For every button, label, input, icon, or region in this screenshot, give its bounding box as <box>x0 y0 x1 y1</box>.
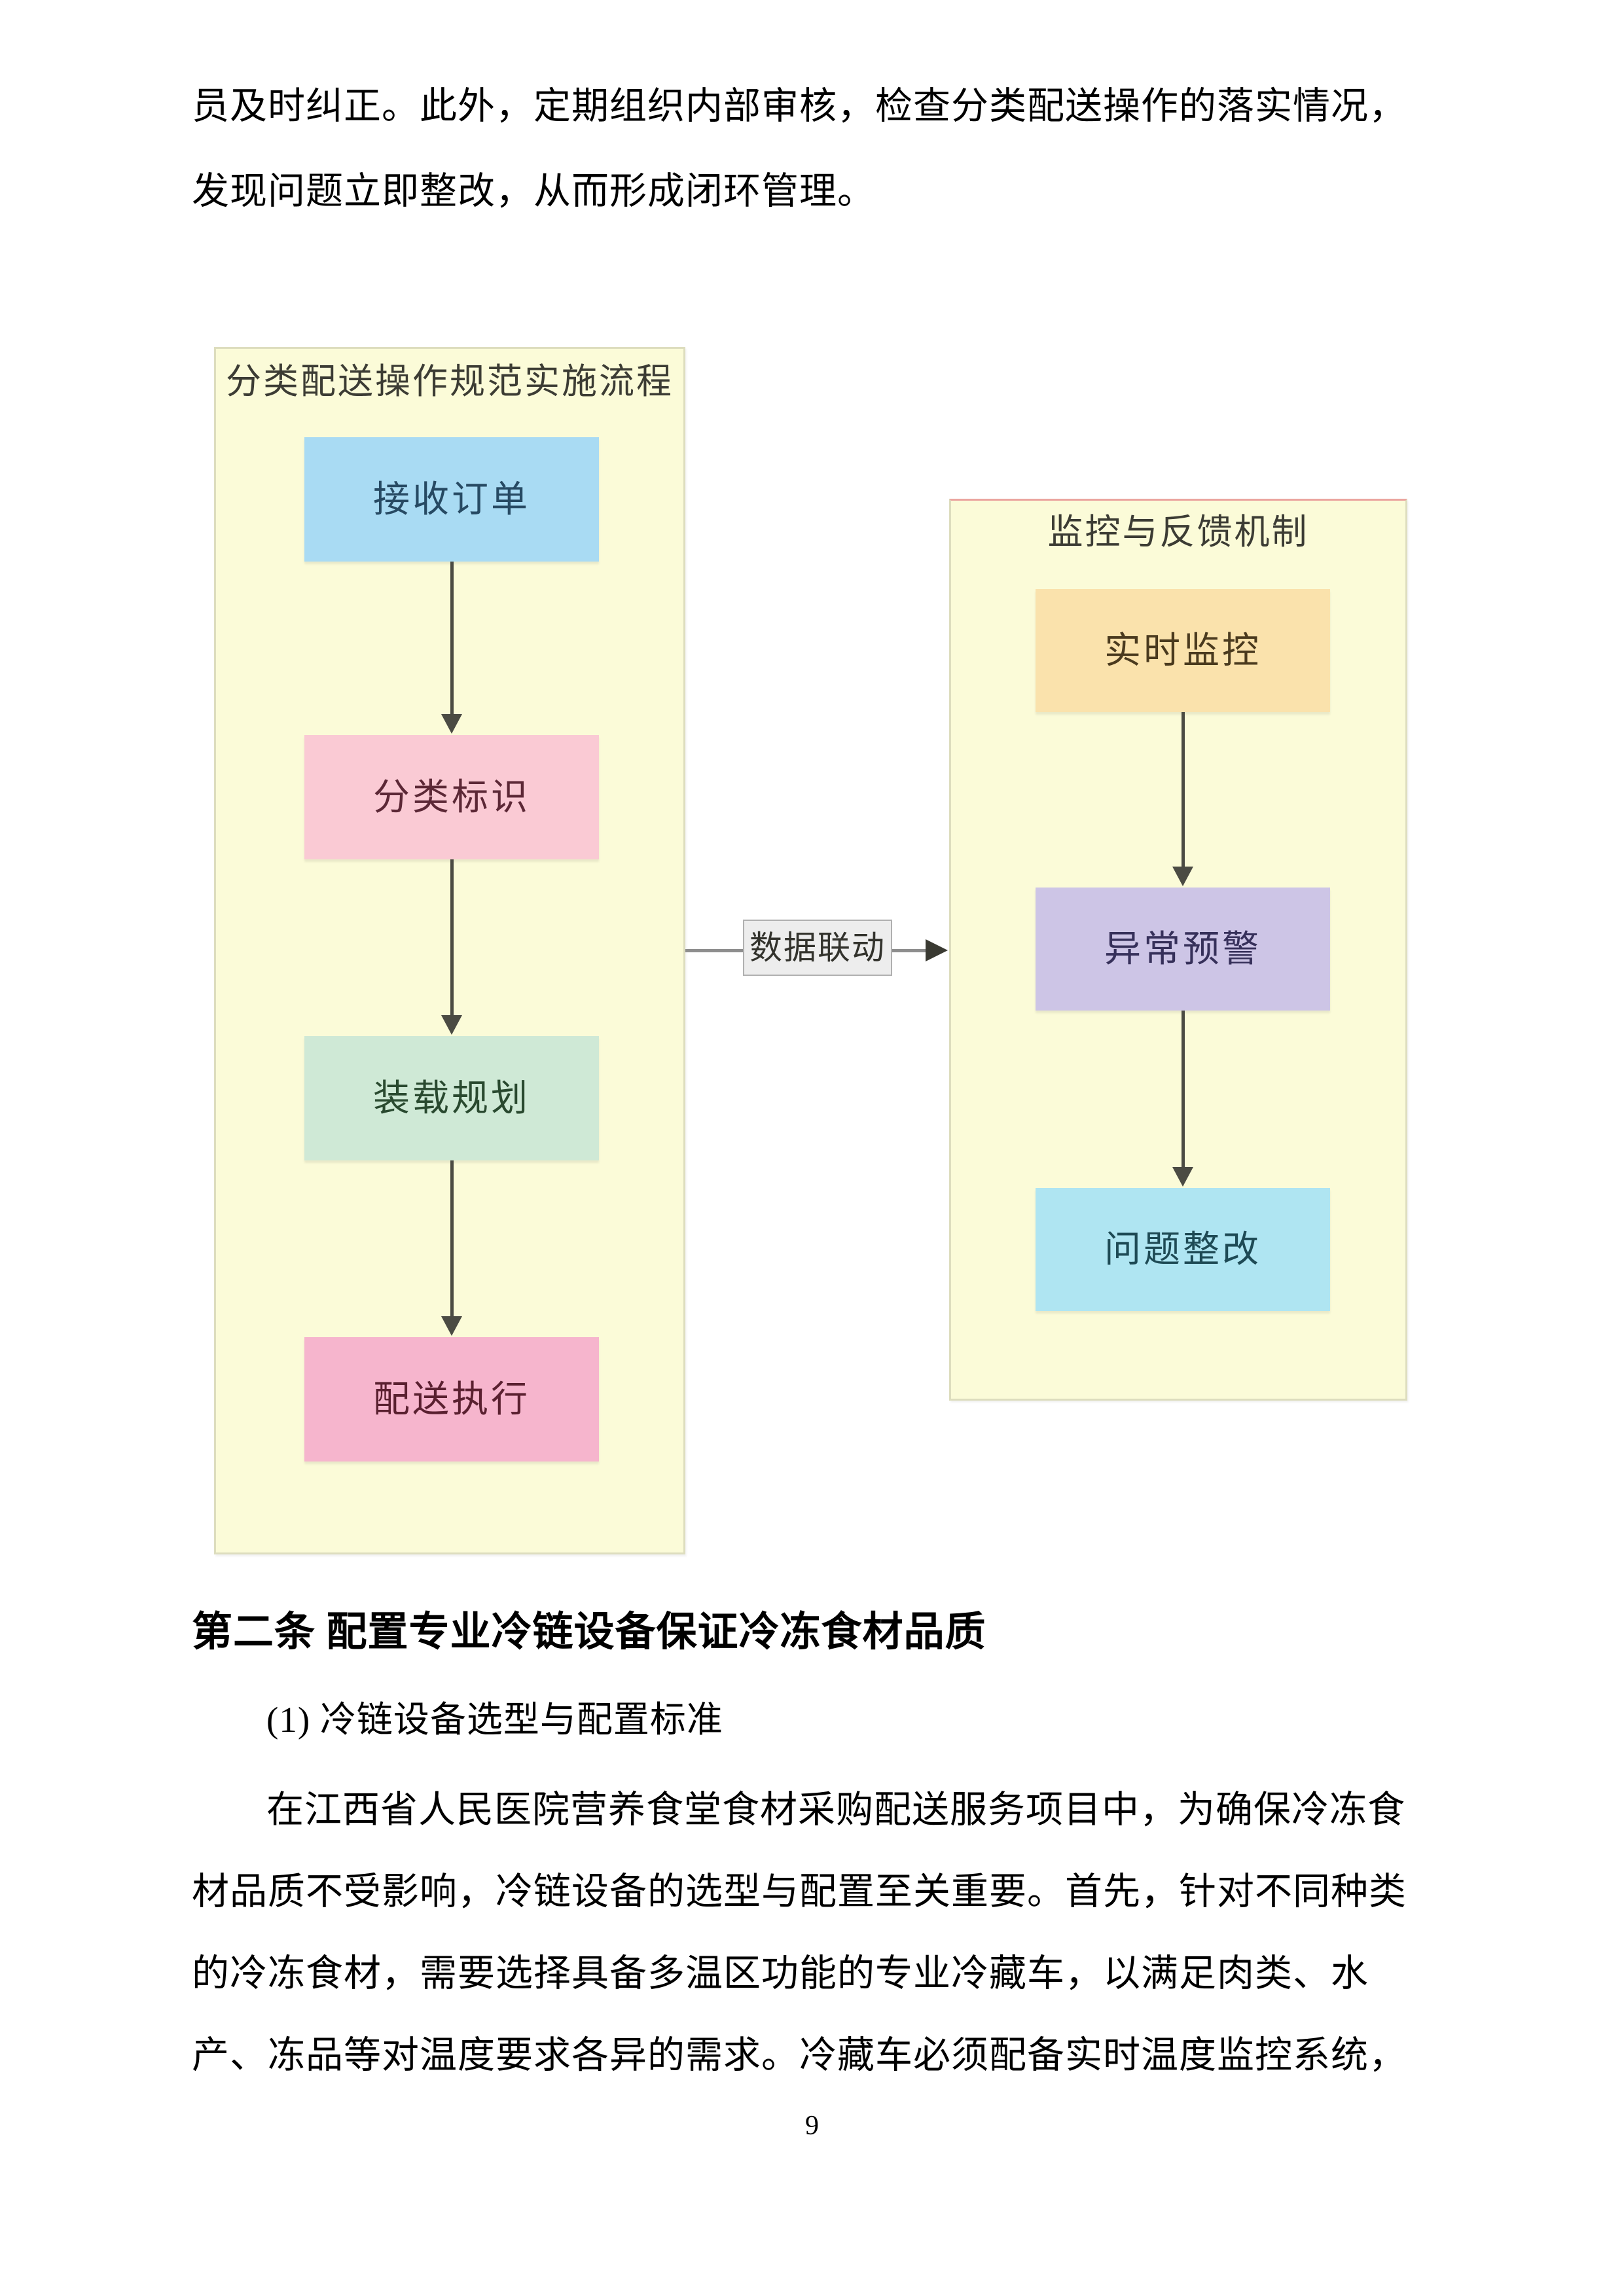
flow-node-anomaly-alert: 异常预警 <box>1036 888 1330 1011</box>
text-line: 发现问题立即整改，从而形成闭环管理。 <box>192 171 875 212</box>
connector-label: 数据联动 <box>743 920 892 976</box>
right-panel-title: 监控与反馈机制 <box>1047 512 1309 552</box>
down-arrow-shaft <box>450 1160 454 1318</box>
down-arrow-head-icon <box>441 1015 462 1035</box>
flow-node-realtime-monitoring: 实时监控 <box>1036 589 1330 712</box>
flow-node-classification-label: 分类标识 <box>304 735 599 859</box>
text-line: 材品质不受影响，冷链设备的选型与配置至关重要。首先，针对不同种类 <box>192 1871 1407 1912</box>
down-arrow-head-icon <box>1172 1167 1193 1187</box>
down-arrow-head-icon <box>441 714 462 734</box>
right-arrow-head-icon <box>926 939 948 961</box>
text-line: 的冷冻食材，需要选择具备多温区功能的专业冷藏车，以满足肉类、水 <box>192 1953 1369 1994</box>
sub-item-heading: (1) 冷链设备选型与配置标准 <box>266 1700 723 1740</box>
flow-node-delivery-execution: 配送执行 <box>304 1337 599 1462</box>
page-number: 9 <box>805 2111 819 2141</box>
down-arrow-head-icon <box>441 1316 462 1336</box>
section-heading: 第二条 配置专业冷链设备保证冷冻食材品质 <box>192 1610 986 1655</box>
left-panel-title: 分类配送操作规范实施流程 <box>226 362 674 401</box>
text-line: 产、冻品等对温度要求各异的需求。冷藏车必须配备实时温度监控系统， <box>192 2035 1407 2076</box>
down-arrow-shaft <box>1182 712 1185 868</box>
text-line: 在江西省人民医院营养食堂食材采购配送服务项目中，为确保冷冻食 <box>266 1789 1405 1831</box>
down-arrow-shaft <box>450 859 454 1016</box>
flow-node-issue-rectification: 问题整改 <box>1036 1188 1330 1311</box>
down-arrow-head-icon <box>1172 867 1193 886</box>
down-arrow-shaft <box>1182 1011 1185 1168</box>
down-arrow-shaft <box>450 562 454 715</box>
flow-node-loading-plan: 装载规划 <box>304 1036 599 1160</box>
flow-node-receive-order: 接收订单 <box>304 437 599 562</box>
text-line: 员及时纠正。此外，定期组织内部审核，检查分类配送操作的落实情况， <box>192 86 1407 127</box>
